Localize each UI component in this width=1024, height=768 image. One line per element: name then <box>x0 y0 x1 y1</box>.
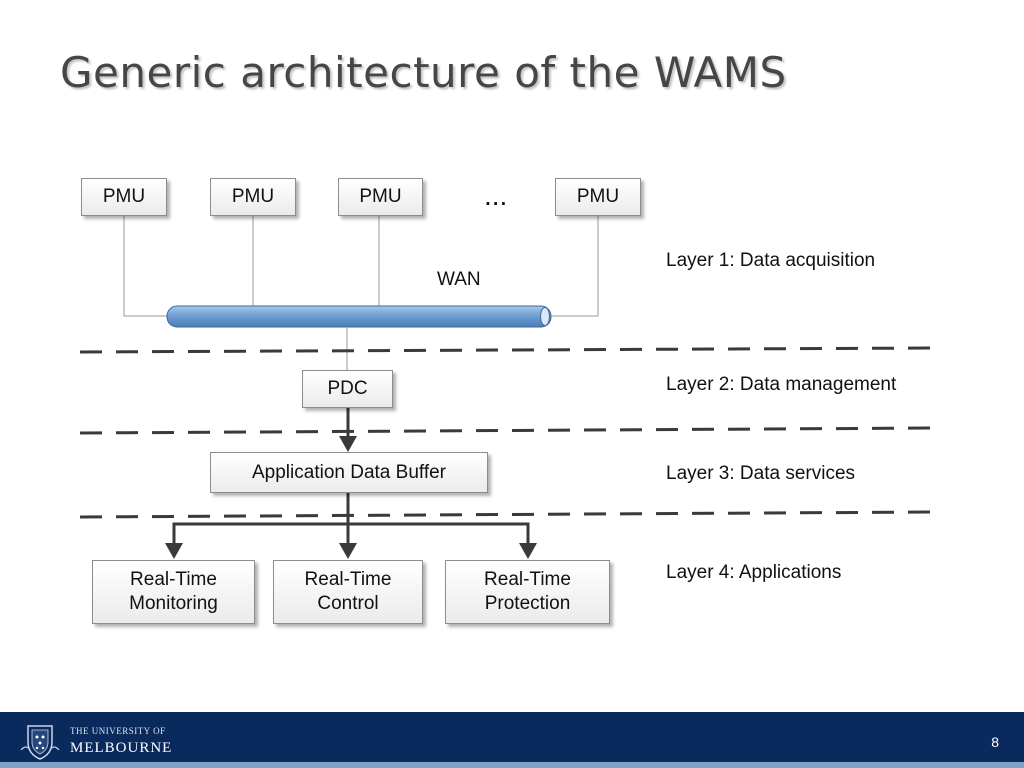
pmu-box: PMU <box>210 178 296 216</box>
app-line2: Protection <box>484 593 571 614</box>
diagram-connectors <box>79 216 937 559</box>
real-time-control-box: Real-Time Control <box>273 560 423 624</box>
arrowhead-protection <box>519 543 537 559</box>
layer-3-label: Layer 3: Data services <box>666 463 856 484</box>
application-data-buffer-box: Application Data Buffer <box>210 452 488 493</box>
wams-architecture-diagram: PMU PMU PMU ... PMU WAN PDC Application … <box>79 178 937 624</box>
ellipsis: ... <box>484 180 508 211</box>
flow-arrows <box>172 407 530 548</box>
real-time-protection-box: Real-Time Protection <box>445 560 610 624</box>
pmu-box: PMU <box>555 178 641 216</box>
page-number: 8 <box>991 734 999 750</box>
university-line1: THE UNIVERSITY OF <box>70 726 166 736</box>
separator-2-3 <box>79 426 937 435</box>
wan-label: WAN <box>437 269 481 290</box>
layer-4-label: Layer 4: Applications <box>666 562 842 583</box>
app-line1: Real-Time <box>484 569 571 590</box>
slide-title: Generic architecture of the WAMS <box>60 48 787 97</box>
footer-bar: THE UNIVERSITY OF MELBOURNE 8 <box>0 712 1024 768</box>
university-line2: MELBOURNE <box>70 740 173 756</box>
crest-icon <box>20 725 60 760</box>
buffer-branch <box>172 522 530 548</box>
arrowhead-monitoring <box>165 543 183 559</box>
arrowheads <box>165 436 537 559</box>
arrowhead-buffer <box>339 436 357 452</box>
app-line1: Real-Time <box>304 569 392 590</box>
pmu-connector-lines <box>123 216 599 370</box>
pmu-box: PMU <box>338 178 423 216</box>
pmu4-connector <box>550 216 599 317</box>
pmu-box: PMU <box>81 178 167 216</box>
footer-stripe <box>0 762 1024 768</box>
app-line2: Control <box>317 593 379 614</box>
layer-1-label: Layer 1: Data acquisition <box>666 250 876 271</box>
pmu1-connector <box>123 216 170 317</box>
university-logo: THE UNIVERSITY OF MELBOURNE <box>18 720 178 762</box>
pdc-box: PDC <box>302 370 393 408</box>
arrowhead-control <box>339 543 357 559</box>
separator-3-4 <box>79 510 937 519</box>
real-time-monitoring-box: Real-Time Monitoring <box>92 560 255 624</box>
wan-pipe <box>166 305 552 328</box>
app-line1: Real-Time <box>130 569 217 590</box>
app-line2: Monitoring <box>129 593 218 614</box>
separator-1-2 <box>79 346 937 354</box>
layer-2-label: Layer 2: Data management <box>666 374 897 395</box>
